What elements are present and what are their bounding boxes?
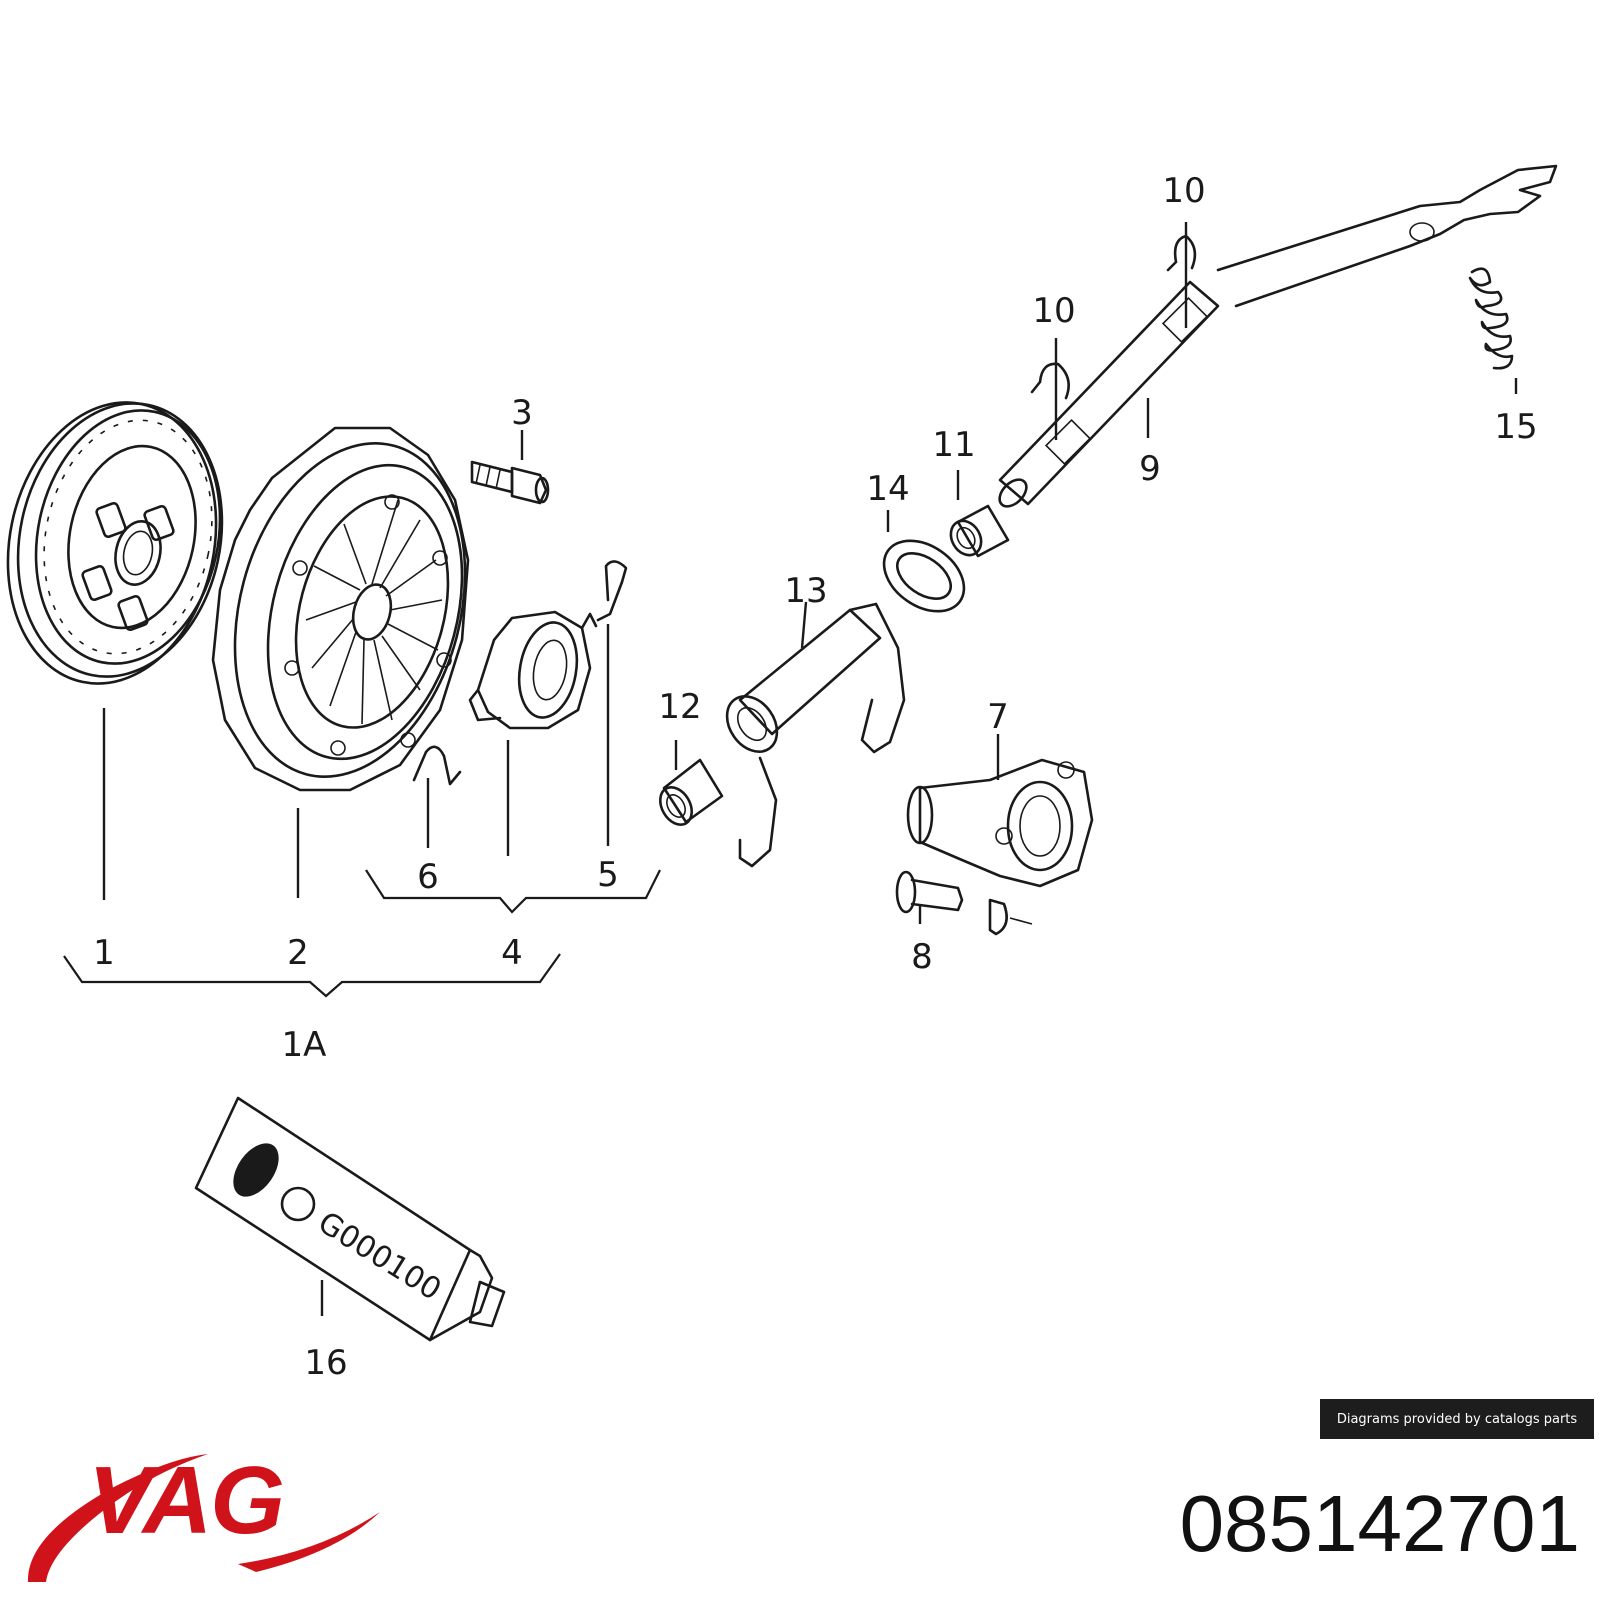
callouts: 1 2 4 1A 3 4 5 6 12 13 14 11 7 8 9 10 10… bbox=[93, 171, 1537, 1383]
callout-1A: 1A bbox=[282, 1025, 327, 1065]
callout-12: 12 bbox=[658, 687, 701, 727]
brand-logo: VAG bbox=[88, 1447, 285, 1554]
brace-1A bbox=[63, 953, 561, 998]
callout-7: 7 bbox=[987, 697, 1009, 737]
guide-sleeve-part-7 bbox=[906, 758, 1094, 936]
diagram-credit: Diagrams provided by catalogs parts bbox=[1320, 1399, 1594, 1439]
callout-2: 2 bbox=[287, 933, 309, 973]
grease-tube-part-16: G000100 bbox=[194, 1096, 506, 1342]
spring-clip-part-6 bbox=[412, 745, 462, 786]
release-fork-part-13 bbox=[725, 602, 906, 868]
callout-11: 11 bbox=[932, 425, 975, 465]
callout-8: 8 bbox=[911, 937, 933, 977]
screw-part-8 bbox=[895, 870, 964, 914]
bush-part-11 bbox=[949, 504, 1010, 558]
callout-3: 3 bbox=[511, 393, 533, 433]
callout-16: 16 bbox=[304, 1343, 347, 1383]
callout-4: 4 bbox=[501, 933, 523, 973]
callout-10-lower: 10 bbox=[1032, 291, 1075, 331]
brace-4 bbox=[365, 869, 661, 914]
bush-part-12 bbox=[658, 758, 724, 826]
callout-10-upper: 10 bbox=[1162, 171, 1205, 211]
callout-5: 5 bbox=[597, 855, 619, 895]
callout-13: 13 bbox=[784, 571, 827, 611]
seal-part-14 bbox=[882, 539, 966, 613]
clutch-disc-part-1 bbox=[6, 401, 224, 685]
leader-lines bbox=[102, 222, 1518, 1316]
callout-6: 6 bbox=[417, 857, 439, 897]
retaining-ring-part-10-lower bbox=[1030, 362, 1070, 400]
retaining-ring-part-10-upper bbox=[1166, 234, 1197, 272]
callout-9: 9 bbox=[1139, 449, 1161, 489]
pressure-plate-part-2 bbox=[211, 426, 470, 792]
shaft-part-9 bbox=[998, 280, 1220, 508]
callout-14: 14 bbox=[866, 469, 909, 509]
clip-part-5 bbox=[596, 560, 628, 622]
clutch-lever bbox=[1216, 164, 1558, 308]
release-bearing-part-4 bbox=[468, 610, 598, 730]
bolt-part-3 bbox=[470, 460, 550, 505]
callout-1: 1 bbox=[93, 933, 115, 973]
callout-15: 15 bbox=[1494, 407, 1537, 447]
part-number: 085142701 bbox=[1179, 1479, 1580, 1568]
spring-part-15 bbox=[1468, 267, 1514, 370]
vag-logo-swoosh bbox=[27, 1454, 380, 1582]
